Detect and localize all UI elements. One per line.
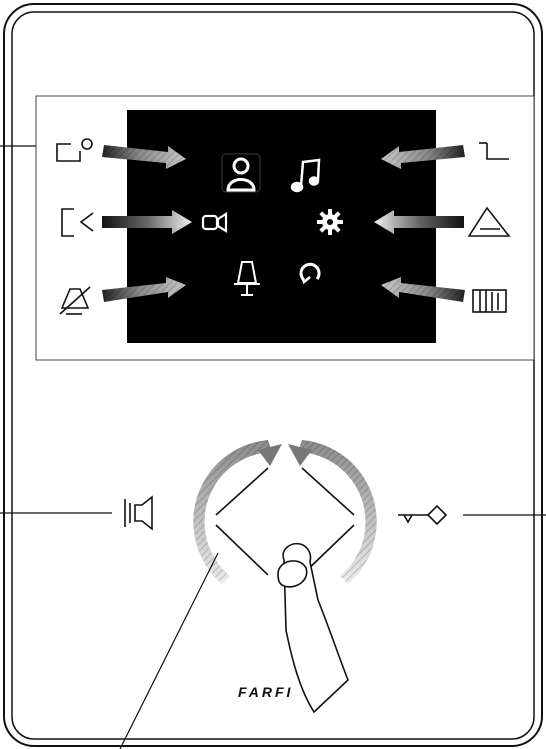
brand-logo: FARFI <box>238 684 293 700</box>
settings-gear-icon <box>317 209 343 235</box>
